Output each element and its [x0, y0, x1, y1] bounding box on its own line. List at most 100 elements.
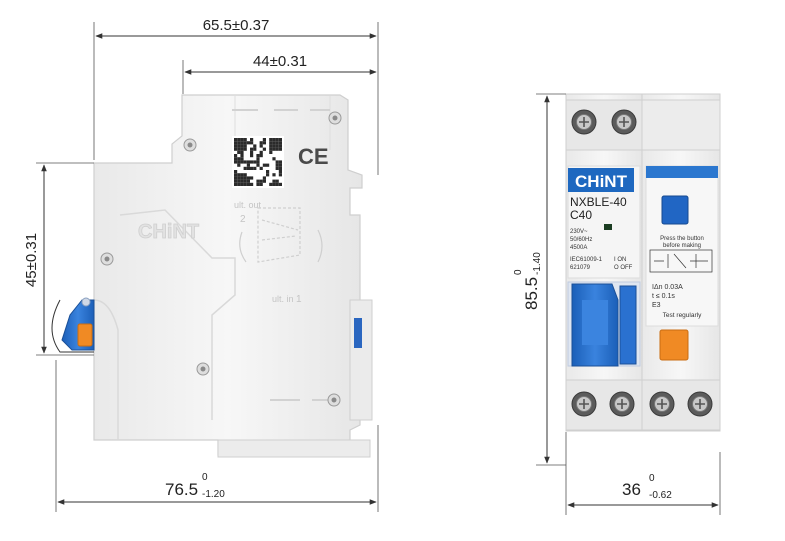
qr-module — [240, 173, 244, 177]
qr-module — [272, 138, 276, 142]
qr-module — [240, 179, 244, 183]
qr-module — [256, 179, 260, 183]
qr-module — [262, 138, 266, 142]
qr-module — [234, 138, 238, 142]
qr-module — [243, 138, 247, 142]
dim-side-total-base: 76.5 — [165, 480, 198, 499]
qr-module — [237, 147, 241, 151]
qr-module — [262, 141, 266, 145]
front-view: CHiNT NXBLE-40 C40 230V~ 50/60Hz 4500A I… — [565, 93, 721, 432]
qr-module — [240, 154, 244, 158]
qr-module — [240, 147, 244, 151]
front-standard: IEC61009-1 — [570, 257, 603, 263]
qr-module — [240, 160, 244, 164]
qr-module — [237, 173, 241, 177]
qr-module — [272, 157, 276, 161]
terminal-screw-slot — [695, 399, 705, 409]
qr-module — [243, 144, 247, 148]
qr-module — [269, 138, 273, 142]
qr-module — [237, 176, 241, 180]
qr-module — [262, 163, 266, 167]
terminal-screw-slot — [619, 117, 629, 127]
qr-module — [250, 150, 254, 154]
qr-module — [237, 157, 241, 161]
side-swing-arc — [51, 299, 94, 353]
qr-module — [246, 166, 250, 170]
qr-module — [246, 141, 250, 145]
qr-module — [246, 163, 250, 167]
qr-module — [275, 179, 279, 183]
qr-module — [278, 147, 282, 151]
qr-module — [237, 182, 241, 186]
qr-module — [246, 182, 250, 186]
front-brand-badge — [568, 168, 634, 192]
qr-module — [243, 173, 247, 177]
qr-module — [266, 163, 270, 167]
front-spec-voltage: 230V~ — [570, 229, 588, 235]
qr-module — [256, 163, 260, 167]
qr-module — [243, 182, 247, 186]
qr-module — [275, 147, 279, 151]
terminal-screws — [571, 109, 713, 417]
qr-module — [256, 157, 260, 161]
front-off-label: O OFF — [614, 265, 633, 271]
side-screw-top-right — [328, 111, 342, 125]
qr-module — [234, 141, 238, 145]
front-class: E3 — [652, 302, 661, 309]
front-dimensions: 85.5 0 -1.40 36 0 -0.62 — [513, 93, 721, 515]
qr-module — [275, 138, 279, 142]
qr-module — [250, 141, 254, 145]
qr-module — [240, 150, 244, 154]
side-view: CE CHiNT ult. out 2 ult. in 1 — [51, 94, 373, 458]
front-toggle-lever — [567, 281, 641, 367]
side-screw-right — [327, 393, 341, 407]
qr-module — [234, 179, 238, 183]
qr-module — [275, 141, 279, 145]
qr-module — [234, 182, 238, 186]
direction-out: ult. out — [234, 200, 262, 210]
front-press-line1: Press the button — [660, 236, 704, 242]
qr-module — [259, 166, 263, 170]
terminal-screw-slot — [617, 399, 627, 409]
front-press-line2: before making — [663, 243, 701, 249]
qr-module — [262, 179, 266, 183]
terminal-screw-slot — [579, 117, 589, 127]
qr-module — [278, 173, 282, 177]
qr-module — [237, 150, 241, 154]
qr-module — [234, 173, 238, 177]
qr-module — [250, 166, 254, 170]
terminal-screw-slot — [579, 399, 589, 409]
qr-module — [246, 176, 250, 180]
dim-side-total-lower: -1.20 — [202, 489, 225, 500]
front-test-label: Test regularly — [663, 312, 702, 319]
qr-module — [237, 160, 241, 164]
qr-module — [275, 166, 279, 170]
dim-side-total-upper: 0 — [202, 472, 208, 483]
qr-module — [275, 144, 279, 148]
qr-module — [240, 138, 244, 142]
qr-module — [240, 144, 244, 148]
qr-module — [278, 138, 282, 142]
qr-module — [237, 138, 241, 142]
qr-module — [278, 182, 282, 186]
ce-mark: CE — [298, 144, 329, 169]
qr-module — [250, 147, 254, 151]
qr-module — [266, 170, 270, 174]
qr-module — [262, 176, 266, 180]
qr-module — [240, 176, 244, 180]
qr-module — [253, 147, 257, 151]
qr-module — [275, 182, 279, 186]
qr-module — [262, 147, 266, 151]
qr-module — [240, 141, 244, 145]
qr-module — [250, 138, 254, 142]
qr-code — [232, 136, 284, 188]
front-trip-time: t ≤ 0.1s — [652, 293, 675, 300]
side-screw-mid — [100, 252, 114, 266]
qr-module — [269, 144, 273, 148]
qr-module — [250, 176, 254, 180]
qr-module — [272, 144, 276, 148]
qr-module — [234, 170, 238, 174]
direction-label-1: 1 — [296, 294, 302, 305]
qr-module — [250, 182, 254, 186]
qr-module — [256, 154, 260, 158]
